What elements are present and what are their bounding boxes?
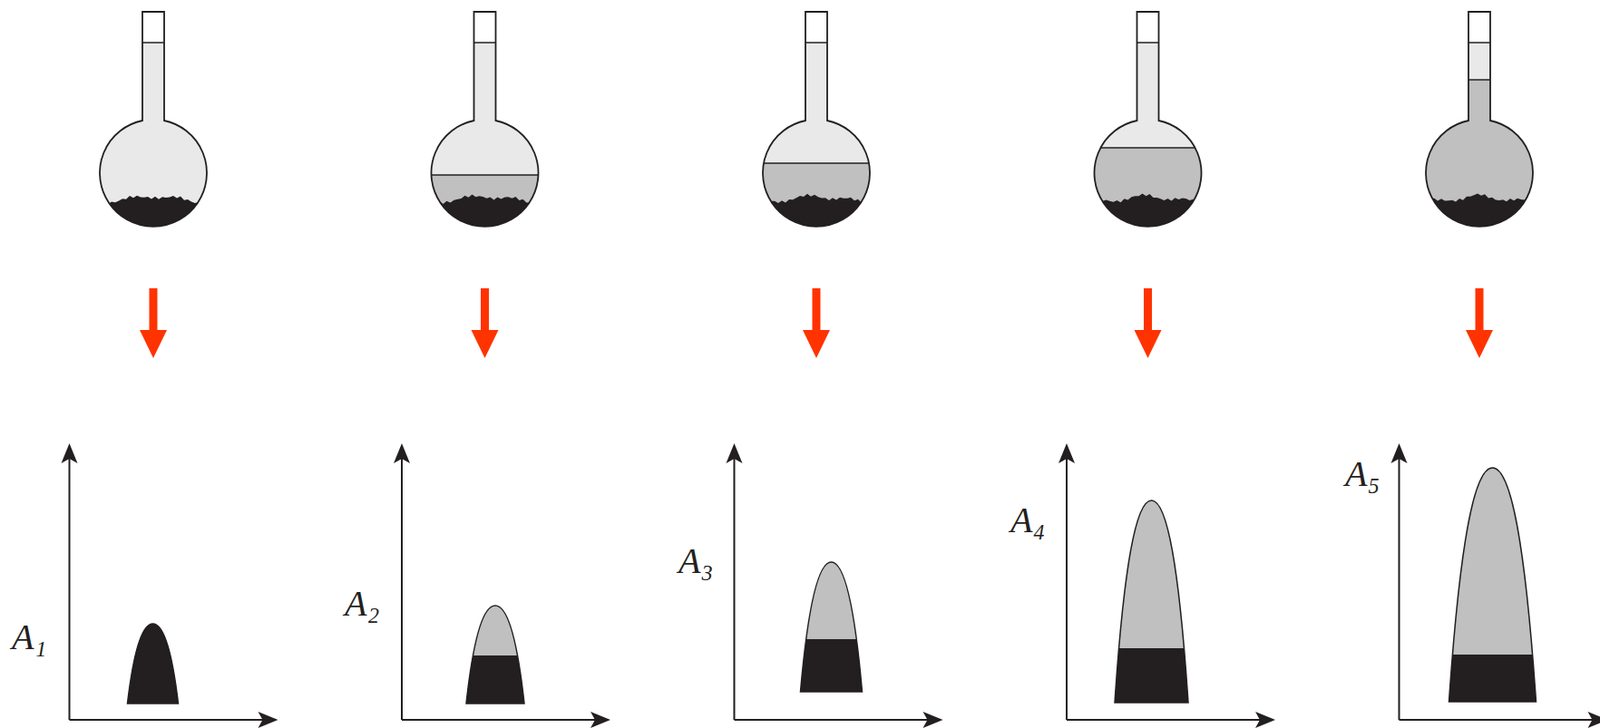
x-axis [69, 719, 268, 722]
solid-sample [421, 195, 549, 236]
chromatogram [393, 443, 611, 728]
y-axis-arrow [726, 443, 743, 464]
peak-solid-part [1444, 654, 1542, 707]
peak-solid-part [1110, 648, 1193, 708]
x-axis [734, 719, 933, 722]
neck-mark [142, 41, 165, 44]
peak-outline [127, 624, 179, 704]
x-axis-arrow [923, 712, 944, 728]
peak-liquid-part [1444, 463, 1542, 707]
liquid-surface [1415, 78, 1543, 81]
y-axis [68, 453, 71, 721]
chromatogram [1058, 443, 1276, 728]
peak-outline [1449, 468, 1537, 703]
flask-outline [431, 11, 539, 227]
neck-mark [1468, 41, 1491, 44]
peak-outline [800, 562, 863, 693]
peak-solid-part [796, 639, 868, 697]
liquid-surface [752, 162, 880, 165]
flask [89, 0, 217, 243]
peak-area-label: A₄ [1010, 497, 1045, 544]
x-axis-arrow [1255, 712, 1276, 728]
flask-outline [1425, 11, 1533, 227]
x-axis-arrow [590, 712, 611, 728]
x-axis [401, 719, 600, 722]
neck-top [421, 0, 549, 43]
y-axis [1065, 453, 1068, 721]
solid-sample [1084, 194, 1212, 236]
peak-area-label: A₅ [1345, 451, 1380, 498]
red-arrow [471, 288, 499, 359]
flask-outline [1093, 11, 1201, 227]
neck-top [1084, 0, 1212, 43]
red-arrow [1134, 288, 1162, 359]
y-axis [400, 453, 403, 721]
x-axis-arrow [1588, 712, 1600, 728]
x-axis [1066, 719, 1265, 722]
neck-top [752, 0, 880, 43]
flask [1415, 0, 1543, 243]
liquid-surface [1084, 146, 1212, 149]
peak-outline [1114, 500, 1189, 703]
y-axis [733, 453, 736, 721]
y-axis-arrow [1391, 443, 1408, 464]
peak-liquid-part [461, 601, 529, 709]
peak-area-label: A₁ [11, 614, 47, 661]
neck-mark [1137, 41, 1160, 44]
chromatogram [726, 443, 944, 728]
neck-top [1415, 0, 1543, 43]
liquid [752, 163, 880, 236]
peak-liquid-part [796, 557, 868, 697]
flask [752, 0, 880, 243]
red-arrow [139, 288, 167, 359]
neck-mark [474, 41, 497, 44]
chromatogram [61, 443, 279, 728]
flask-outline [762, 11, 870, 227]
liquid [1084, 147, 1212, 236]
peak-outline [466, 605, 525, 704]
peak-area-label: A₂ [344, 581, 380, 627]
liquid-surface [421, 174, 549, 176]
peak-solid-part [123, 624, 184, 709]
x-axis [1399, 719, 1598, 722]
peak-liquid-part [1110, 496, 1193, 708]
red-arrow [1465, 288, 1493, 359]
solid-sample [752, 194, 880, 236]
flask-outline [99, 11, 207, 227]
neck-top [89, 0, 217, 43]
x-axis-arrow [258, 712, 279, 728]
y-axis-arrow [1058, 443, 1075, 464]
flask [421, 0, 549, 243]
y-axis-arrow [61, 443, 79, 464]
y-axis-arrow [393, 443, 410, 464]
neck-mark [805, 41, 828, 44]
y-axis [1398, 453, 1401, 721]
peak-area-label: A₃ [678, 538, 713, 585]
liquid [1415, 79, 1543, 236]
peak-liquid-part [123, 619, 184, 709]
solid-sample [1415, 193, 1543, 236]
red-arrow [802, 288, 830, 359]
chromatogram [1391, 443, 1600, 728]
flask [1084, 0, 1212, 243]
